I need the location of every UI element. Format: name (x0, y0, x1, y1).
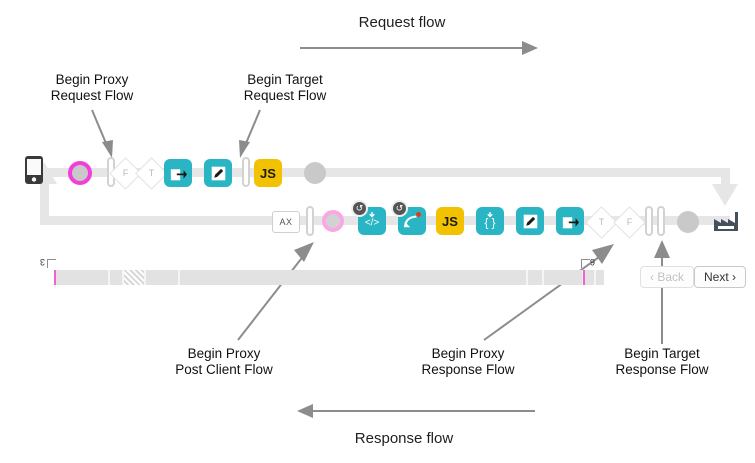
target-endpoint-circle[interactable] (677, 211, 699, 233)
diamond-label: F (122, 168, 129, 178)
svg-text:{ }: { } (484, 216, 495, 229)
request-flow-arrow (300, 41, 538, 55)
response-flow-title: Response flow (354, 430, 454, 447)
condition-false-diamond-2[interactable]: F (613, 206, 646, 239)
assign-message-policy-1[interactable] (164, 159, 192, 187)
js-label: JS (442, 213, 458, 229)
pause-bar-5[interactable] (657, 206, 665, 236)
rotate-badge-icon: ↺ (391, 200, 408, 217)
timeline-hatched-segment (124, 270, 144, 285)
flow-start-magenta-circle[interactable] (68, 161, 92, 185)
timeline-divider (594, 270, 596, 285)
callout-begin-proxy-post-client: Begin Proxy Post Client Flow (175, 346, 273, 377)
post-client-flow-circle[interactable] (322, 210, 344, 232)
request-endpoint-circle[interactable] (304, 162, 326, 184)
callout-arrow-begin-proxy-post-client (237, 242, 314, 341)
json-policy[interactable]: { } (476, 207, 504, 235)
timeline-divider (122, 270, 124, 285)
target-server-icon (712, 209, 740, 233)
assign-message-policy-2[interactable] (556, 207, 584, 235)
diamond-label: T (598, 217, 605, 227)
timeline-tick-right (581, 259, 590, 268)
callout-arrow-begin-target-response (654, 240, 670, 344)
diamond-label: F (626, 217, 633, 227)
back-button[interactable]: ‹ Back (640, 266, 694, 288)
callout-begin-target-request: Begin Target Request Flow (243, 72, 327, 103)
error-dot-icon (416, 212, 421, 217)
next-button[interactable]: Next › (694, 266, 746, 288)
timeline-divider (526, 270, 528, 285)
ax-label: AX (279, 217, 293, 227)
timeline-divider (108, 270, 110, 285)
request-flow-title: Request flow (358, 14, 446, 31)
timeline-tick-left (47, 259, 56, 268)
request-rail (40, 168, 730, 177)
extract-variables-policy[interactable]: </> ↺ (351, 200, 386, 235)
pause-bar-2[interactable] (242, 157, 250, 187)
callout-arrow-begin-proxy-response (483, 244, 614, 341)
callout-begin-proxy-request: Begin Proxy Request Flow (50, 72, 134, 103)
callout-arrow-begin-target-request (239, 109, 261, 158)
timeline-cursor-right (583, 270, 585, 285)
analytics-ax-box[interactable]: AX (272, 211, 300, 233)
condition-true-diamond-1[interactable]: T (135, 157, 168, 190)
pause-bar-4[interactable] (645, 206, 653, 236)
timeline-divider (178, 270, 180, 285)
timeline-divider (144, 270, 146, 285)
edit-policy-2[interactable] (516, 207, 544, 235)
response-flow-arrow (297, 404, 535, 418)
rail-turn-up (40, 176, 49, 220)
rotate-badge-icon: ↺ (351, 200, 368, 217)
edit-policy-1[interactable] (204, 159, 232, 187)
javascript-policy-2[interactable]: JS (436, 207, 464, 235)
javascript-policy-1[interactable]: JS (254, 159, 282, 187)
callout-begin-target-response: Begin Target Response Flow (615, 346, 709, 377)
pause-bar-3[interactable] (306, 206, 314, 236)
rail-turn-down (721, 168, 730, 190)
timeline-tick-label-right: 6 (590, 257, 596, 267)
js-label: JS (260, 165, 276, 181)
callout-begin-proxy-response: Begin Proxy Response Flow (421, 346, 515, 377)
timeline-divider (542, 270, 544, 285)
timeline-track[interactable] (54, 270, 604, 285)
callout-arrow-begin-proxy-request (91, 109, 113, 158)
client-device-icon (23, 155, 45, 185)
svg-text:</>: </> (365, 218, 380, 229)
timeline-cursor-left (54, 270, 56, 285)
timeline-tick-label-left: 3 (40, 257, 46, 267)
diamond-label: T (148, 168, 155, 178)
rail-turn-arrow (712, 184, 738, 206)
raise-fault-policy[interactable]: ↺ (391, 200, 426, 235)
